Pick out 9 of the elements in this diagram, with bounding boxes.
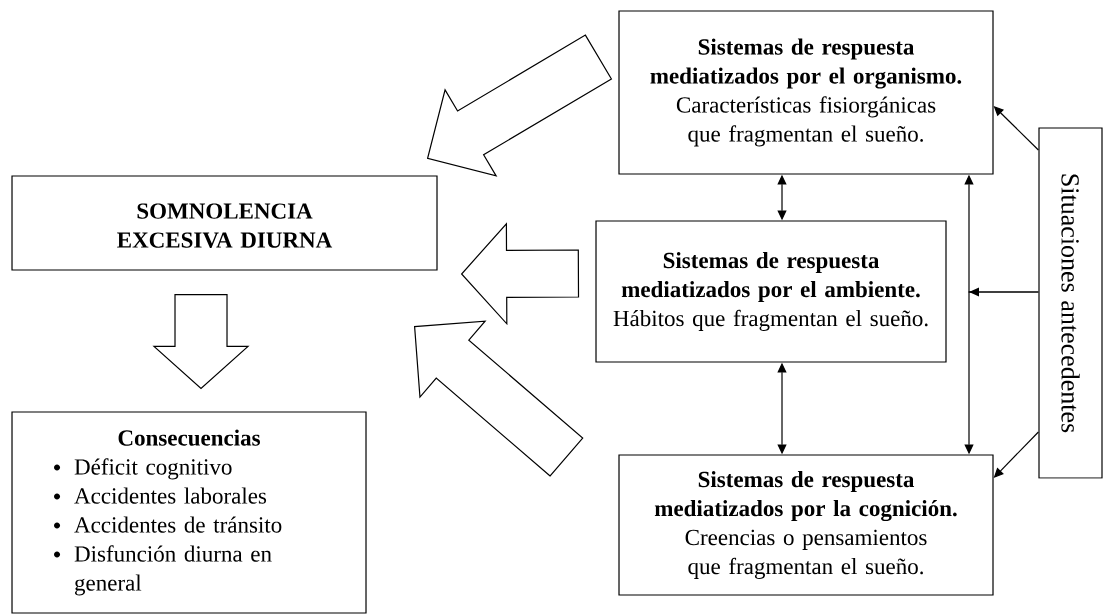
text-box: Sistemas de respuesta mediatizados por el ambiente. Hábitos que fragmentan el sueño. bbox=[595, 220, 947, 363]
text-box: Sistemas de respuesta mediatizados por la cognición. Creencias o pensamientos que fragmentan el sueño. bbox=[618, 454, 994, 596]
list-box: Consecuencias Déficit cognitivo Accidentes laborales Accidentes de tránsito Disfunción diurna en general bbox=[11, 411, 367, 614]
text-box: Sistemas de respuesta mediatizados por el organismo. Características fisiorgánicas que fragmentan el sueño. bbox=[618, 10, 994, 175]
label-box: Situaciones antecedentes bbox=[1038, 127, 1103, 479]
title-box: SOMNOLENCIA EXCESIVA DIURNA bbox=[11, 175, 438, 271]
block-arrow bbox=[152, 294, 250, 390]
block-arrow bbox=[460, 222, 580, 326]
block-arrow bbox=[413, 320, 584, 477]
